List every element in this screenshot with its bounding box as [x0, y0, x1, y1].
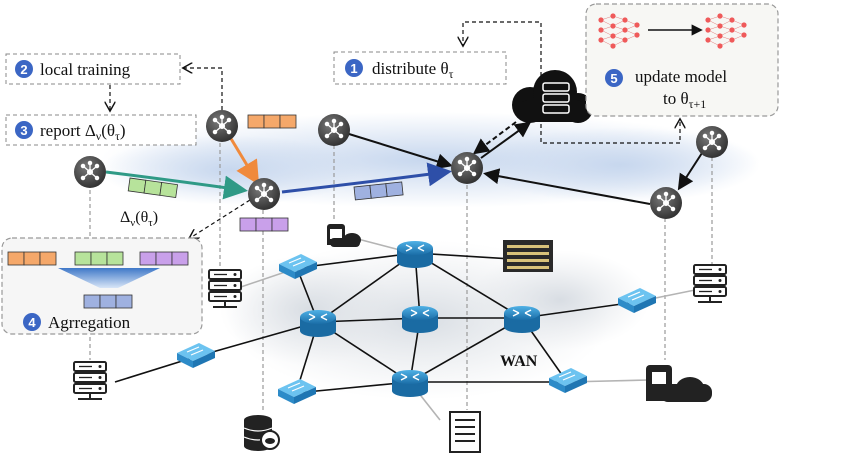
edge-hub-icon — [695, 125, 729, 159]
step-3-label: report Δν(θτ) — [40, 121, 126, 143]
step-4-label: Agrregation — [48, 313, 131, 332]
purple-model-block — [239, 217, 289, 232]
edge-hub-icon — [450, 151, 484, 185]
orange-upload-arrow — [228, 136, 260, 186]
step-1-label: distribute θτ — [372, 59, 454, 81]
orange-model-block — [7, 251, 57, 266]
blue-model-block — [83, 294, 133, 309]
router-icon — [391, 369, 429, 398]
step-5-line1: update model — [635, 67, 727, 86]
cloud-server-icon — [512, 70, 593, 123]
model-flow-arrows — [348, 121, 703, 205]
edge-hub-icon — [649, 186, 683, 220]
dashed-flow-arrows — [110, 21, 680, 238]
orange-model-block — [247, 114, 297, 129]
router-icon — [503, 305, 541, 334]
phone-cloud-icon — [327, 224, 361, 247]
svg-text:5: 5 — [610, 71, 617, 86]
step-4-badge — [23, 313, 41, 331]
step-2-label: local training — [40, 60, 131, 79]
switch-icon — [176, 342, 216, 369]
router-icon — [299, 309, 337, 338]
server-rack-icon — [208, 269, 242, 308]
step-3-box: 3 report Δν(θτ) — [5, 114, 197, 146]
purple-model-block — [139, 251, 189, 266]
router-icon — [401, 305, 439, 334]
step-5-box: 5 update model to θτ+1 — [585, 3, 779, 117]
svg-text:4: 4 — [28, 315, 36, 330]
step-1-box: 1 distribute θτ — [333, 51, 507, 85]
server-rack-icon — [693, 264, 727, 303]
svg-text:2: 2 — [20, 62, 27, 77]
phone-cloud-icon — [646, 365, 712, 402]
blade-server-icon — [503, 240, 553, 272]
server-rack-icon — [73, 361, 107, 400]
step-5-badge — [605, 69, 623, 87]
green-model-block — [74, 251, 124, 266]
wan-label: WAN — [500, 353, 538, 370]
svg-text:3: 3 — [20, 123, 27, 138]
edge-hub-icon — [247, 177, 281, 211]
svg-text:1: 1 — [350, 61, 357, 76]
aggregation-funnel — [58, 268, 160, 288]
step-1-badge — [345, 59, 363, 77]
edge-hub-icon — [317, 113, 351, 147]
step-2-box: 2 local training — [5, 53, 181, 85]
step-5-line2: to θτ+1 — [663, 89, 706, 111]
step-4-box: 4 Agrregation — [1, 237, 203, 335]
green-upload-arrow — [105, 170, 248, 200]
blue-aggregate-arrow — [281, 162, 452, 194]
edge-hub-icon — [73, 155, 107, 189]
edge-update-label: Δν(θτ) — [120, 209, 158, 229]
edge-hub-icon — [205, 109, 239, 143]
vertical-links — [89, 143, 713, 410]
tower-server-icon — [449, 411, 481, 453]
router-icon — [396, 240, 434, 269]
step-2-badge — [15, 60, 33, 78]
step-3-badge — [15, 121, 33, 139]
database-icon — [243, 415, 280, 451]
